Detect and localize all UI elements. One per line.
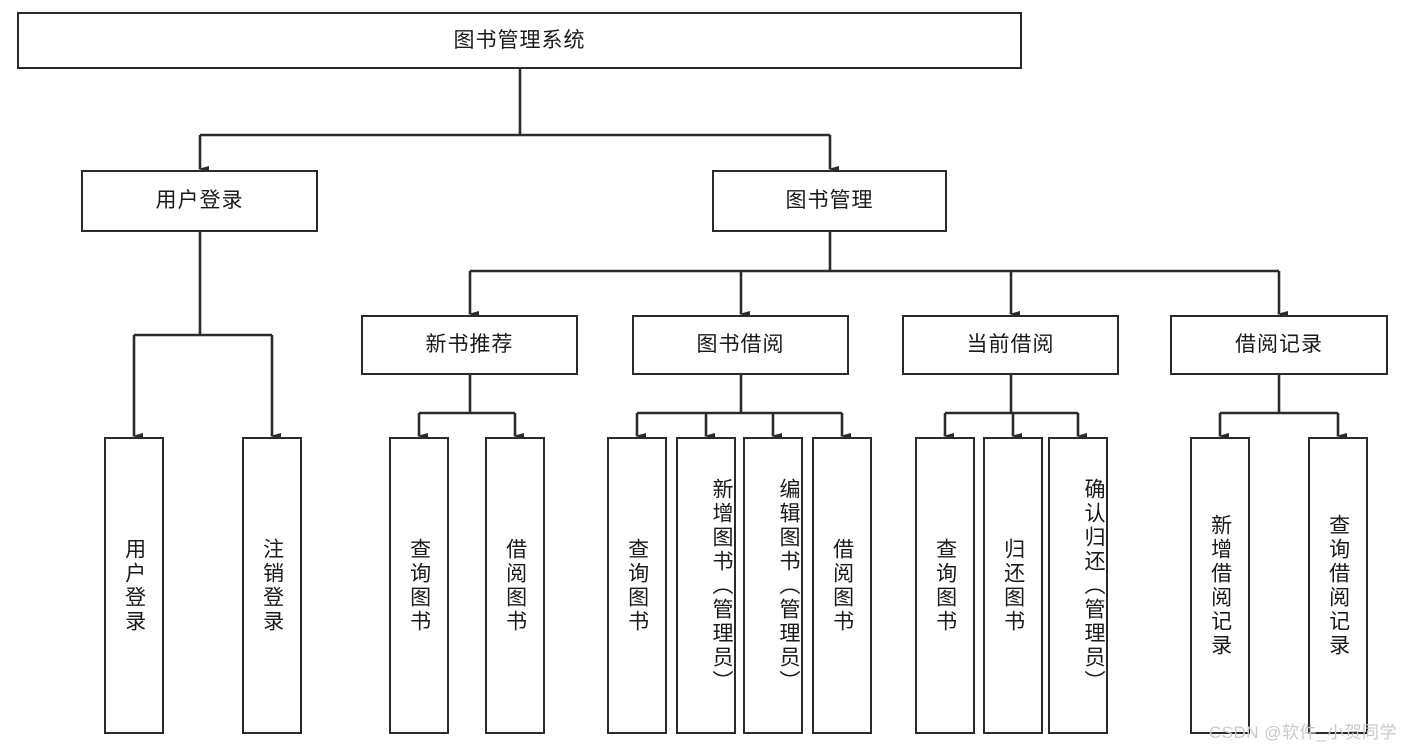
node-label: 注销登录	[260, 537, 284, 634]
node-label: 用户登录	[155, 189, 244, 213]
node-label: 确认归还（管理员）	[1082, 477, 1105, 694]
node-label: 查询图书	[407, 537, 431, 634]
node-label: 当前借阅	[966, 333, 1055, 357]
node-leaf-user-login[interactable]: 用户登录	[104, 437, 164, 734]
node-leaf-r-add[interactable]: 新增借阅记录	[1190, 437, 1250, 734]
node-label: 借阅图书	[503, 537, 527, 634]
node-label: 查询图书	[625, 537, 649, 634]
node-label: 借阅记录	[1235, 333, 1323, 357]
node-leaf-c-return[interactable]: 归还图书	[983, 437, 1043, 734]
node-l3-record[interactable]: 借阅记录	[1170, 315, 1388, 375]
node-l2-book[interactable]: 图书管理	[712, 170, 947, 232]
node-leaf-b-query[interactable]: 查询图书	[607, 437, 667, 734]
node-root[interactable]: 图书管理系统	[17, 12, 1022, 69]
edge-paths	[132, 69, 1347, 439]
node-label: 编辑图书（管理员）	[777, 477, 800, 694]
node-label: 查询借阅记录	[1326, 513, 1350, 658]
node-leaf-b-add[interactable]: 新增图书（管理员）	[676, 437, 736, 734]
node-label: 新增借阅记录	[1208, 513, 1232, 658]
node-leaf-new-borrow[interactable]: 借阅图书	[485, 437, 545, 734]
node-leaf-b-borrow[interactable]: 借阅图书	[812, 437, 872, 734]
node-label: 新书推荐	[425, 333, 514, 357]
node-l3-new[interactable]: 新书推荐	[361, 315, 578, 375]
node-leaf-c-confirm[interactable]: 确认归还（管理员）	[1048, 437, 1108, 734]
node-l2-user[interactable]: 用户登录	[81, 170, 318, 232]
node-leaf-r-query[interactable]: 查询借阅记录	[1308, 437, 1368, 734]
node-label: 查询图书	[933, 537, 957, 634]
node-leaf-c-query[interactable]: 查询图书	[915, 437, 975, 734]
node-leaf-new-query[interactable]: 查询图书	[389, 437, 449, 734]
node-l3-current[interactable]: 当前借阅	[902, 315, 1119, 375]
node-label: 新增图书（管理员）	[710, 477, 733, 694]
node-label: 借阅图书	[830, 537, 854, 634]
node-label: 图书管理系统	[453, 28, 586, 52]
watermark: CSDN @软件_小贺同学	[1208, 723, 1397, 742]
node-leaf-b-edit[interactable]: 编辑图书（管理员）	[743, 437, 803, 734]
node-label: 归还图书	[1001, 537, 1025, 634]
node-leaf-user-logout[interactable]: 注销登录	[242, 437, 302, 734]
node-label: 图书借阅	[696, 333, 785, 357]
node-label: 用户登录	[122, 537, 146, 634]
node-label: 图书管理	[785, 189, 874, 213]
node-l3-borrow[interactable]: 图书借阅	[632, 315, 849, 375]
